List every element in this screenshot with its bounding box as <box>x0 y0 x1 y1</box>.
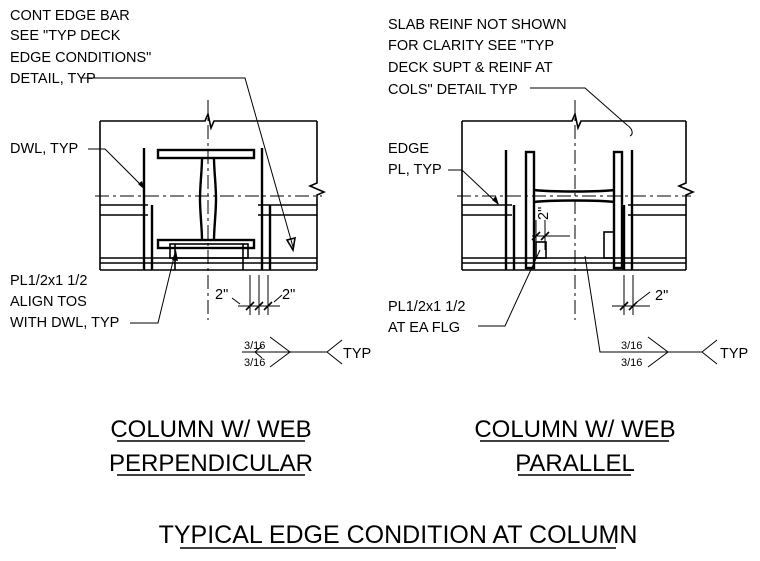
right-title-line-1: COLUMN W/ WEB <box>474 416 675 443</box>
right-slab-right-edge <box>676 121 696 270</box>
left-weld-top-size: 3/16 <box>244 340 265 352</box>
left-edge-bar-leader <box>82 77 294 248</box>
left-weld-typ: TYP <box>343 346 371 362</box>
left-plate-note: PL1/2x1 1/2 ALIGN TOS WITH DWL, TYP <box>10 273 119 331</box>
left-weld-symbol <box>242 336 343 368</box>
left-dwl-leader <box>88 148 145 189</box>
left-plate-leader <box>130 252 176 324</box>
right-plate-note: PL1/2x1 1/2 AT EA FLG <box>388 299 469 336</box>
right-slab-leader <box>530 87 628 126</box>
right-dim-web-label: 2" <box>536 207 552 220</box>
right-weld-leader <box>584 255 611 353</box>
right-edge-pl-note: EDGE PL, TYP <box>388 141 442 178</box>
right-weld-top-size: 3/16 <box>621 340 642 352</box>
right-edge-pl-leader <box>448 169 499 205</box>
right-weld-bottom-size: 3/16 <box>621 357 642 369</box>
left-dim-right-label: 2" <box>282 287 295 303</box>
right-dimension <box>612 275 651 315</box>
right-slab-top-edge <box>462 111 686 131</box>
right-detail: 2" 2" SLAB REINF NOT SHOWN FOR CLARITY S… <box>388 17 748 477</box>
left-detail: 2" 2" CONT EDGE BAR SEE "TYP DECK EDGE C… <box>10 8 371 477</box>
left-slab-top-edge <box>100 111 317 131</box>
left-title-line-2: PERPENDICULAR <box>109 450 313 477</box>
right-column-section <box>524 150 624 270</box>
left-weld-bottom-size: 3/16 <box>244 357 265 369</box>
right-weld-typ: TYP <box>720 346 748 362</box>
right-weld-symbol <box>611 336 718 368</box>
left-dwl-note: DWL, TYP <box>10 141 78 157</box>
left-slab-right-edge <box>307 121 327 270</box>
right-support-plate-right <box>603 231 615 259</box>
right-plate-leader <box>478 249 541 327</box>
right-web-dimension <box>531 220 570 250</box>
left-edge-bar-note: CONT EDGE BAR SEE "TYP DECK EDGE CONDITI… <box>10 8 155 87</box>
right-title-line-2: PARALLEL <box>515 450 635 477</box>
left-column-section <box>156 148 256 250</box>
left-support-plate <box>169 243 249 259</box>
left-dim-left-label: 2" <box>215 287 228 303</box>
left-title-line-1: COLUMN W/ WEB <box>110 416 311 443</box>
right-dim-label: 2" <box>655 288 668 304</box>
right-slab-note: SLAB REINF NOT SHOWN FOR CLARITY SEE "TY… <box>388 17 571 98</box>
left-dimension <box>231 275 283 315</box>
main-title: TYPICAL EDGE CONDITION AT COLUMN <box>159 521 638 549</box>
